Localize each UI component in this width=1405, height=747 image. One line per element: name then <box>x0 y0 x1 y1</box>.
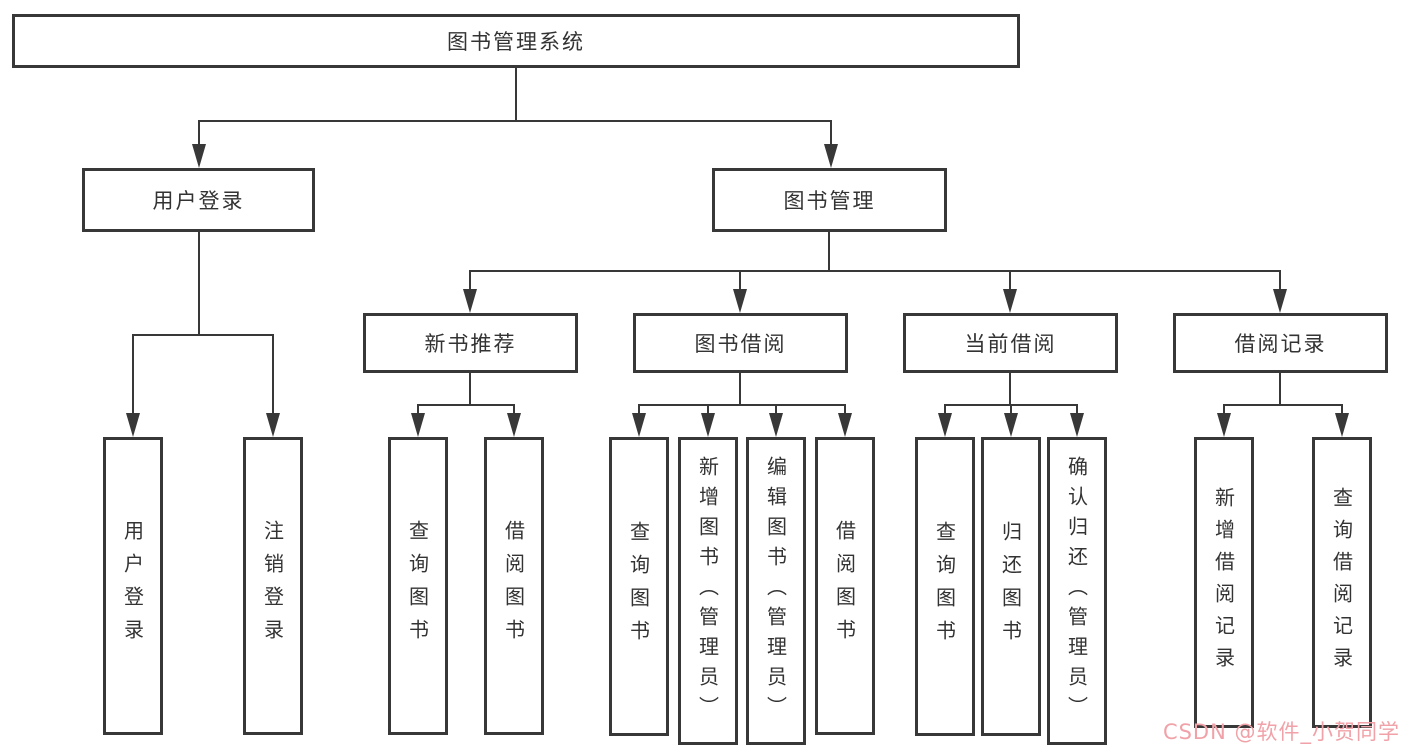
connector-line <box>638 404 640 416</box>
connector-line <box>132 334 274 336</box>
arrow-head <box>1217 413 1231 437</box>
arrow-head <box>126 413 140 437</box>
node-box-user-login-leaf: 用户登录 <box>103 437 163 735</box>
arrow-head <box>411 413 425 437</box>
node-box-new-book-recommend: 新书推荐 <box>363 313 578 373</box>
node-box-confirm-return-admin: 确认归还（管理员） <box>1047 437 1107 745</box>
arrow-head <box>463 289 477 313</box>
connector-line <box>513 404 515 416</box>
arrow-head <box>769 413 783 437</box>
arrow-head <box>701 413 715 437</box>
arrow-head <box>1003 289 1017 313</box>
connector-line <box>1009 373 1011 406</box>
connector-line <box>417 404 515 406</box>
connector-line <box>828 232 830 272</box>
connector-line <box>707 404 709 416</box>
connector-line <box>1341 404 1343 416</box>
arrow-head <box>1273 289 1287 313</box>
node-box-borrow-books-1: 借阅图书 <box>484 437 544 735</box>
connector-line <box>417 404 419 416</box>
node-box-book-management: 图书管理 <box>712 168 947 232</box>
connector-line <box>469 373 471 406</box>
node-box-query-books-1: 查询图书 <box>388 437 448 735</box>
node-box-user-login: 用户登录 <box>82 168 315 232</box>
connector-line <box>1223 404 1225 416</box>
arrow-head <box>733 289 747 313</box>
node-box-edit-book-admin: 编辑图书（管理员） <box>746 437 806 745</box>
arrow-head <box>838 413 852 437</box>
connector-line <box>198 120 200 148</box>
watermark: CSDN @软件_小贺同学 <box>1162 720 1400 744</box>
connector-line <box>739 373 741 406</box>
connector-line <box>1076 404 1078 416</box>
node-box-query-books-3: 查询图书 <box>915 437 975 736</box>
connector-line <box>1009 270 1011 294</box>
connector-line <box>469 270 471 294</box>
connector-line <box>132 334 134 416</box>
connector-line <box>1279 373 1281 406</box>
node-box-return-book: 归还图书 <box>981 437 1041 736</box>
node-box-borrow-records: 借阅记录 <box>1173 313 1388 373</box>
arrow-head <box>507 413 521 437</box>
node-box-system: 图书管理系统 <box>12 14 1020 68</box>
node-box-add-borrow-record: 新增借阅记录 <box>1194 437 1254 728</box>
arrow-head <box>1335 413 1349 437</box>
arrow-head <box>632 413 646 437</box>
arrow-head <box>1070 413 1084 437</box>
connector-line <box>739 270 741 294</box>
arrow-head <box>266 413 280 437</box>
connector-line <box>515 68 517 122</box>
node-box-current-borrow: 当前借阅 <box>903 313 1118 373</box>
connector-line <box>469 270 1281 272</box>
node-box-query-borrow-record: 查询借阅记录 <box>1312 437 1372 728</box>
connector-line <box>844 404 846 416</box>
arrow-head <box>938 413 952 437</box>
connector-line <box>1223 404 1343 406</box>
connector-line <box>830 120 832 148</box>
node-box-query-books-2: 查询图书 <box>609 437 669 736</box>
node-box-borrow-books-2: 借阅图书 <box>815 437 875 735</box>
node-box-logout: 注销登录 <box>243 437 303 735</box>
connector-line <box>1279 270 1281 294</box>
connector-line <box>944 404 946 416</box>
node-box-add-book-admin: 新增图书（管理员） <box>678 437 738 745</box>
node-box-book-borrow: 图书借阅 <box>633 313 848 373</box>
connector-line <box>198 232 200 336</box>
connector-line <box>775 404 777 416</box>
connector-line <box>272 334 274 416</box>
connector-line <box>1010 404 1012 416</box>
arrow-head <box>1004 413 1018 437</box>
arrow-head <box>192 144 206 168</box>
connector-line <box>198 120 832 122</box>
arrow-head <box>824 144 838 168</box>
connector-line <box>638 404 846 406</box>
